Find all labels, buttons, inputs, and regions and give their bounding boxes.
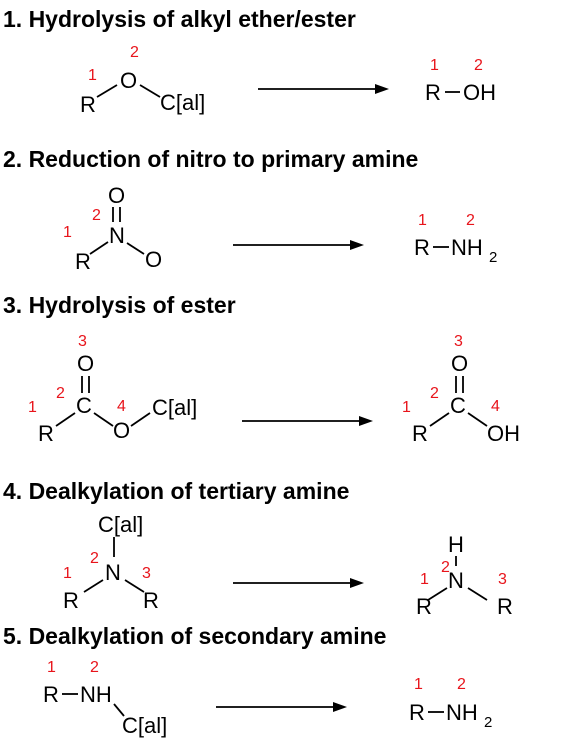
reaction-2-title: 2. Reduction of nitro to primary amine <box>3 146 418 172</box>
bond <box>55 412 76 427</box>
bond <box>429 412 450 427</box>
bond <box>427 587 448 601</box>
atom-number: 2 <box>474 57 483 74</box>
bond <box>124 579 145 593</box>
atom-label: O <box>77 351 94 376</box>
atom-number: 1 <box>430 57 439 74</box>
atom-number: 2 <box>56 385 65 402</box>
atom-label: N <box>105 560 121 585</box>
atom-label: O <box>451 351 468 376</box>
atom-label: R <box>63 588 79 613</box>
reaction-2-reactant: O 1 2 N R O <box>63 183 162 274</box>
atom-label: C[al] <box>160 90 205 115</box>
atom-label: NH <box>80 682 112 707</box>
atom-number: 2 <box>441 559 450 576</box>
atom-number: 1 <box>418 212 427 229</box>
atom-number: 3 <box>498 571 507 588</box>
reaction-1-product: 1 2 R OH <box>425 57 496 105</box>
atom-label: C[al] <box>152 395 197 420</box>
atom-label: R <box>143 588 159 613</box>
reaction-1-reactant: 1 2 R O C[al] <box>80 44 205 117</box>
atom-number: 1 <box>420 571 429 588</box>
atom-label: N <box>109 223 125 248</box>
atom-label: NH <box>446 700 478 725</box>
atom-number: 2 <box>457 676 466 693</box>
atom-number: 1 <box>28 399 37 416</box>
atom-number: 1 <box>88 67 97 84</box>
atom-label: H <box>448 532 464 557</box>
reaction-1-title: 1. Hydrolysis of alkyl ether/ester <box>3 6 356 32</box>
atom-label: R <box>416 594 432 619</box>
reaction-5-reactant: 1 2 R NH C[al] <box>43 659 167 738</box>
bond <box>467 412 488 427</box>
atom-label: R <box>75 249 91 274</box>
bond <box>126 242 145 255</box>
atom-number: 2 <box>130 44 139 61</box>
atom-number: 1 <box>402 399 411 416</box>
bond <box>93 412 114 427</box>
reaction-1-arrow <box>258 84 389 94</box>
atom-label: C <box>450 393 466 418</box>
atom-label: NH <box>451 235 483 260</box>
atom-label: R <box>412 421 428 446</box>
atom-label: R <box>414 235 430 260</box>
atom-label: C <box>76 393 92 418</box>
reaction-4-product: H 1 2 3 N R R <box>416 532 513 619</box>
atom-number: 2 <box>90 550 99 567</box>
reaction-4-reactant: C[al] 1 2 3 N R R <box>63 512 159 613</box>
atom-label: R <box>409 700 425 725</box>
reaction-4-title: 4. Dealkylation of tertiary amine <box>3 478 349 504</box>
atom-number: 2 <box>90 659 99 676</box>
atom-label: O <box>120 68 137 93</box>
atom-number: 1 <box>47 659 56 676</box>
bond <box>130 412 151 427</box>
atom-label: R <box>425 80 441 105</box>
atom-number: 4 <box>491 398 500 415</box>
atom-number: 3 <box>78 333 87 350</box>
atom-label: O <box>113 418 130 443</box>
bond <box>113 703 125 717</box>
atom-number: 2 <box>92 207 101 224</box>
atom-label: OH <box>463 80 496 105</box>
reaction-3-arrow <box>242 416 373 426</box>
atom-number: 4 <box>117 398 126 415</box>
subscript: 2 <box>484 714 492 731</box>
atom-number: 1 <box>63 224 72 241</box>
reaction-5-title: 5. Dealkylation of secondary amine <box>3 623 386 649</box>
atom-label: O <box>145 247 162 272</box>
reaction-4-arrow <box>233 578 364 588</box>
reaction-2-product: 1 2 R NH 2 <box>414 212 497 266</box>
bond <box>467 587 488 601</box>
atom-label: C[al] <box>122 713 167 738</box>
reaction-3-reactant: 3 O 1 2 C 4 R O C[al] <box>28 333 197 446</box>
reaction-3-title: 3. Hydrolysis of ester <box>3 292 236 318</box>
reaction-5-arrow <box>216 702 347 712</box>
atom-number: 1 <box>414 676 423 693</box>
bond <box>83 579 104 593</box>
reaction-5-product: 1 2 R NH 2 <box>409 676 492 731</box>
atom-number: 3 <box>454 333 463 350</box>
atom-number: 1 <box>63 565 72 582</box>
reaction-2-arrow <box>233 240 364 250</box>
subscript: 2 <box>489 249 497 266</box>
atom-number: 2 <box>466 212 475 229</box>
atom-label: R <box>80 92 96 117</box>
atom-label: O <box>108 183 125 208</box>
reaction-3-product: 3 O 1 2 C 4 R OH <box>402 333 520 446</box>
bond <box>96 84 118 98</box>
atom-label: R <box>497 594 513 619</box>
atom-label: C[al] <box>98 512 143 537</box>
atom-label: N <box>448 568 464 593</box>
atom-number: 3 <box>142 565 151 582</box>
atom-label: OH <box>487 421 520 446</box>
bond <box>89 241 109 255</box>
bond <box>139 84 161 98</box>
atom-number: 2 <box>430 385 439 402</box>
atom-label: R <box>43 682 59 707</box>
atom-label: R <box>38 421 54 446</box>
